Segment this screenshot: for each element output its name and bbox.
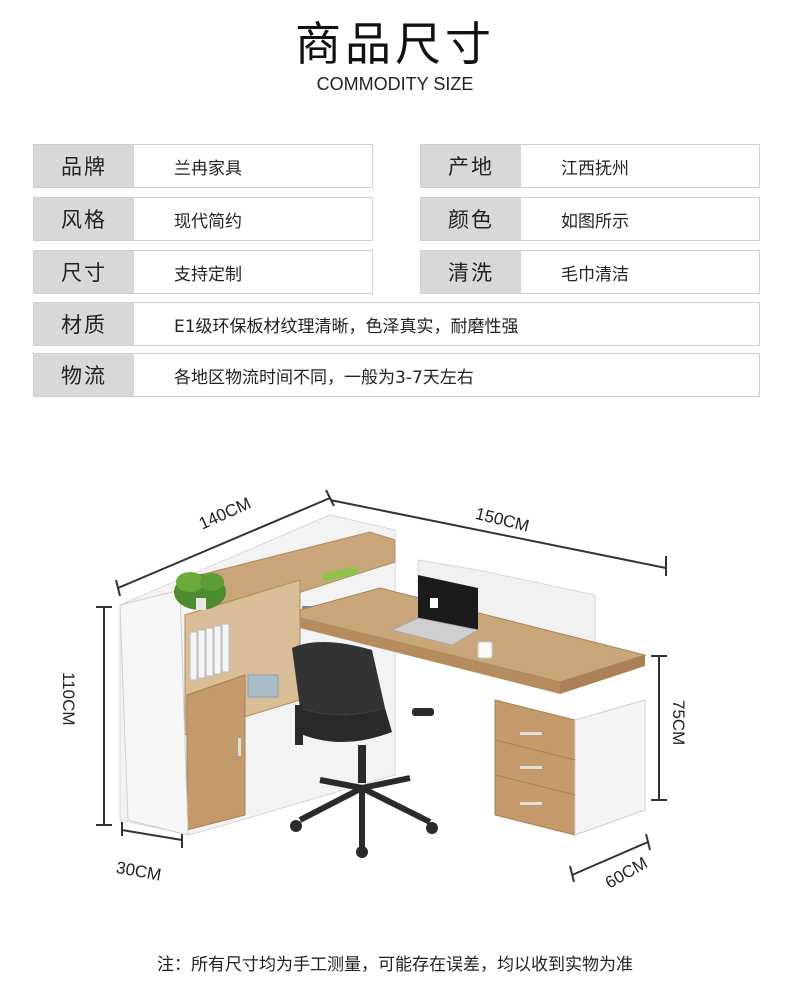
spec-row-brand: 品牌 兰冉家具 (33, 144, 373, 188)
office-chair (290, 641, 438, 858)
dimension-label-75: 75CM (669, 700, 688, 746)
page-title: 商品尺寸 (295, 17, 495, 71)
spec-value: 现代简约 (174, 211, 242, 232)
spec-value: 支持定制 (174, 264, 242, 285)
dimension-label-110: 110CM (59, 672, 78, 726)
plant-icon (174, 572, 226, 610)
disclaimer-note: 注：所有尺寸均为手工测量，可能存在误差，均以收到实物为准 (157, 955, 633, 975)
spec-row-color: 颜色 如图所示 (420, 197, 760, 241)
spec-row-material: 材质 E1级环保板材纹理清晰，色泽真实，耐磨性强 (33, 302, 760, 346)
spec-row-style: 风格 现代简约 (33, 197, 373, 241)
spec-value: 兰冉家具 (174, 158, 242, 179)
spec-label: 产地 (421, 145, 521, 187)
mug-icon (477, 641, 493, 659)
spec-value: 毛巾清洁 (561, 264, 629, 285)
spec-label: 颜色 (421, 198, 521, 240)
spec-value: 各地区物流时间不同，一般为3-7天左右 (174, 367, 474, 388)
spec-value: 如图所示 (561, 211, 629, 232)
spec-value: 江西抚州 (561, 158, 629, 179)
spec-value: E1级环保板材纹理清晰，色泽真实，耐磨性强 (174, 316, 519, 337)
spec-row-clean: 清洗 毛巾清洁 (420, 250, 760, 294)
spec-label: 风格 (34, 198, 134, 240)
desk-illustration (96, 489, 667, 883)
spec-label: 材质 (34, 303, 134, 345)
dimension-lines (96, 489, 667, 883)
spec-row-logistics: 物流 各地区物流时间不同，一般为3-7天左右 (33, 353, 760, 397)
spec-label: 清洗 (421, 251, 521, 293)
laptop-icon (390, 575, 480, 646)
page-subtitle: COMMODITY SIZE (316, 74, 474, 94)
spec-label: 尺寸 (34, 251, 134, 293)
desk (299, 559, 647, 836)
cabinet (119, 514, 396, 836)
spec-row-origin: 产地 江西抚州 (420, 144, 760, 188)
spec-label: 物流 (34, 354, 134, 396)
spec-row-size: 尺寸 支持定制 (33, 250, 373, 294)
spec-label: 品牌 (34, 145, 134, 187)
